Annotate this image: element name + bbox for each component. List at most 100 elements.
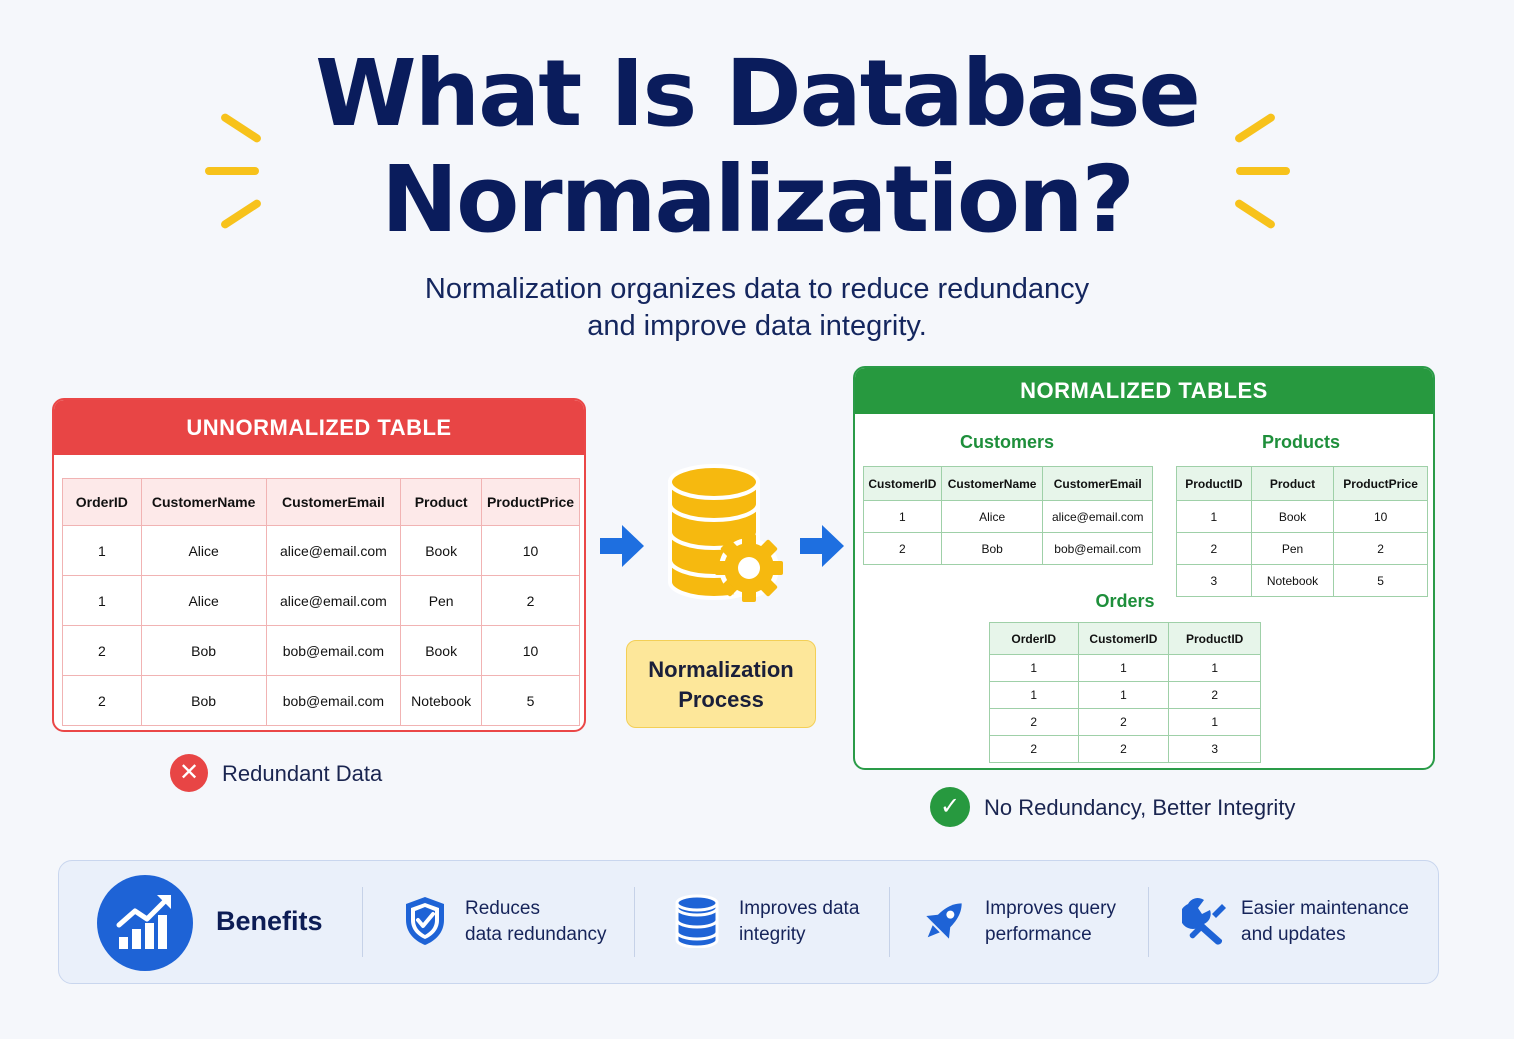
unnormalized-header: UNNORMALIZED TABLE bbox=[54, 400, 584, 455]
table-cell: 2 bbox=[989, 735, 1079, 763]
customers-table: CustomerID CustomerName CustomerEmail 1 … bbox=[863, 466, 1153, 565]
table-row: 1 Alice alice@email.com bbox=[863, 500, 1153, 533]
table-row: 3 Notebook 5 bbox=[1176, 564, 1428, 597]
benefit-text: Improves query performance bbox=[985, 896, 1116, 948]
benefits-title: Benefits bbox=[216, 906, 323, 936]
growth-chart-icon bbox=[116, 895, 171, 949]
column-header: CustomerID bbox=[863, 466, 942, 501]
table-row: 2 2 3 bbox=[989, 735, 1261, 763]
table-cell: 10 bbox=[481, 625, 580, 676]
table-cell: 1 bbox=[989, 654, 1079, 682]
table-cell: 1 bbox=[62, 525, 142, 576]
column-header: Product bbox=[1250, 466, 1335, 501]
column-header: ProductID bbox=[1176, 466, 1252, 501]
table-cell: Book bbox=[400, 525, 483, 576]
table-cell: 2 bbox=[1168, 681, 1261, 709]
table-row: 1 1 1 bbox=[989, 654, 1261, 682]
benefit-line-2: performance bbox=[985, 924, 1092, 945]
unnormalized-table: OrderID CustomerName CustomerEmail Produ… bbox=[62, 478, 580, 726]
products-title: Products bbox=[1261, 432, 1340, 452]
table-cell: bob@email.com bbox=[265, 625, 402, 676]
table-cell: alice@email.com bbox=[265, 525, 402, 576]
table-cell: 2 bbox=[1077, 735, 1170, 763]
divider bbox=[362, 887, 363, 957]
table-cell: 2 bbox=[481, 575, 580, 626]
table-cell: bob@email.com bbox=[265, 675, 402, 726]
rocket-icon bbox=[926, 903, 962, 939]
subtitle-line-1: Normalization organizes data to reduce r… bbox=[424, 273, 1090, 305]
benefit-line-2: data redundancy bbox=[465, 924, 607, 945]
shield-check-icon bbox=[406, 897, 444, 945]
table-cell: Book bbox=[400, 625, 483, 676]
table-cell: 3 bbox=[1168, 735, 1261, 763]
table-cell: 1 bbox=[1176, 500, 1252, 533]
arrow-right-icon bbox=[800, 525, 844, 567]
benefit-line-2: integrity bbox=[739, 924, 806, 945]
table-cell: Alice bbox=[140, 525, 267, 576]
column-header: CustomerID bbox=[1077, 622, 1170, 655]
orders-title: Orders bbox=[1095, 591, 1155, 611]
divider bbox=[1148, 887, 1149, 957]
table-cell: 2 bbox=[1176, 532, 1252, 565]
table-cell: 1 bbox=[1168, 708, 1261, 736]
table-cell: 2 bbox=[863, 532, 942, 565]
table-cell: Book bbox=[1250, 500, 1335, 533]
table-cell: Bob bbox=[940, 532, 1044, 565]
column-header: Product bbox=[400, 478, 483, 526]
table-cell: 2 bbox=[62, 625, 142, 676]
table-cell: 5 bbox=[481, 675, 580, 726]
table-cell: Bob bbox=[140, 675, 267, 726]
benefit-line-1: Reduces bbox=[465, 898, 540, 919]
table-cell: 1 bbox=[1168, 654, 1261, 682]
benefit-line-1: Improves data bbox=[739, 898, 860, 919]
table-row: 1 Alice alice@email.com Book 10 bbox=[62, 525, 580, 576]
table-row: 2 2 1 bbox=[989, 708, 1261, 736]
table-cell: Pen bbox=[400, 575, 483, 626]
table-cell: Notebook bbox=[400, 675, 483, 726]
table-cell: alice@email.com bbox=[1042, 500, 1153, 533]
column-header: CustomerEmail bbox=[1042, 466, 1153, 501]
table-row: 1 Book 10 bbox=[1176, 500, 1428, 533]
benefits-bar bbox=[58, 860, 1439, 984]
column-header: OrderID bbox=[989, 622, 1079, 655]
benefit-text: Improves data integrity bbox=[739, 896, 859, 948]
table-cell: Notebook bbox=[1250, 564, 1335, 597]
table-cell: 3 bbox=[1176, 564, 1252, 597]
normalized-header: NORMALIZED TABLES bbox=[855, 368, 1433, 414]
column-header: ProductID bbox=[1168, 622, 1261, 655]
table-cell: 1 bbox=[1077, 681, 1170, 709]
column-header: CustomerName bbox=[140, 478, 267, 526]
table-row: 2 Pen 2 bbox=[1176, 532, 1428, 565]
table-cell: 1 bbox=[62, 575, 142, 626]
benefit-text: Reduces data redundancy bbox=[465, 896, 607, 948]
column-header: CustomerName bbox=[940, 466, 1044, 501]
products-table: ProductID Product ProductPrice 1 Book 10… bbox=[1176, 466, 1428, 597]
divider bbox=[889, 887, 890, 957]
wrench-icon bbox=[1182, 898, 1226, 945]
table-cell: 2 bbox=[989, 708, 1079, 736]
table-cell: Alice bbox=[940, 500, 1044, 533]
table-cell: 10 bbox=[481, 525, 580, 576]
orders-table: OrderID CustomerID ProductID 1 1 1 1 1 2… bbox=[989, 622, 1261, 763]
unnormalized-table-card: UNNORMALIZED TABLE OrderID CustomerName … bbox=[52, 398, 586, 732]
check-circle-icon: ✓ bbox=[930, 787, 970, 827]
table-cell: 2 bbox=[1333, 532, 1428, 565]
no-redundancy-label: No Redundancy, Better Integrity bbox=[984, 795, 1296, 820]
table-cell: Bob bbox=[140, 625, 267, 676]
normalized-tables-card: NORMALIZED TABLES Customers CustomerID C… bbox=[853, 366, 1435, 770]
table-cell: 2 bbox=[62, 675, 142, 726]
ray-right-mid bbox=[1236, 167, 1290, 175]
table-cell: 5 bbox=[1333, 564, 1428, 597]
table-row: 1 Alice alice@email.com Pen 2 bbox=[62, 575, 580, 626]
table-cell: 2 bbox=[1077, 708, 1170, 736]
table-cell: 1 bbox=[989, 681, 1079, 709]
process-label-line-1: Normalization bbox=[648, 657, 794, 682]
x-circle-icon: ✕ bbox=[170, 754, 208, 792]
table-cell: alice@email.com bbox=[265, 575, 402, 626]
benefit-line-2: and updates bbox=[1241, 924, 1346, 945]
normalization-process-box: Normalization Process bbox=[626, 640, 816, 728]
database-gear-icon bbox=[668, 464, 783, 602]
customers-title: Customers bbox=[959, 432, 1055, 452]
subtitle-line-2: and improve data integrity. bbox=[587, 310, 927, 342]
page-title-line-2: Normalization? bbox=[381, 146, 1135, 253]
